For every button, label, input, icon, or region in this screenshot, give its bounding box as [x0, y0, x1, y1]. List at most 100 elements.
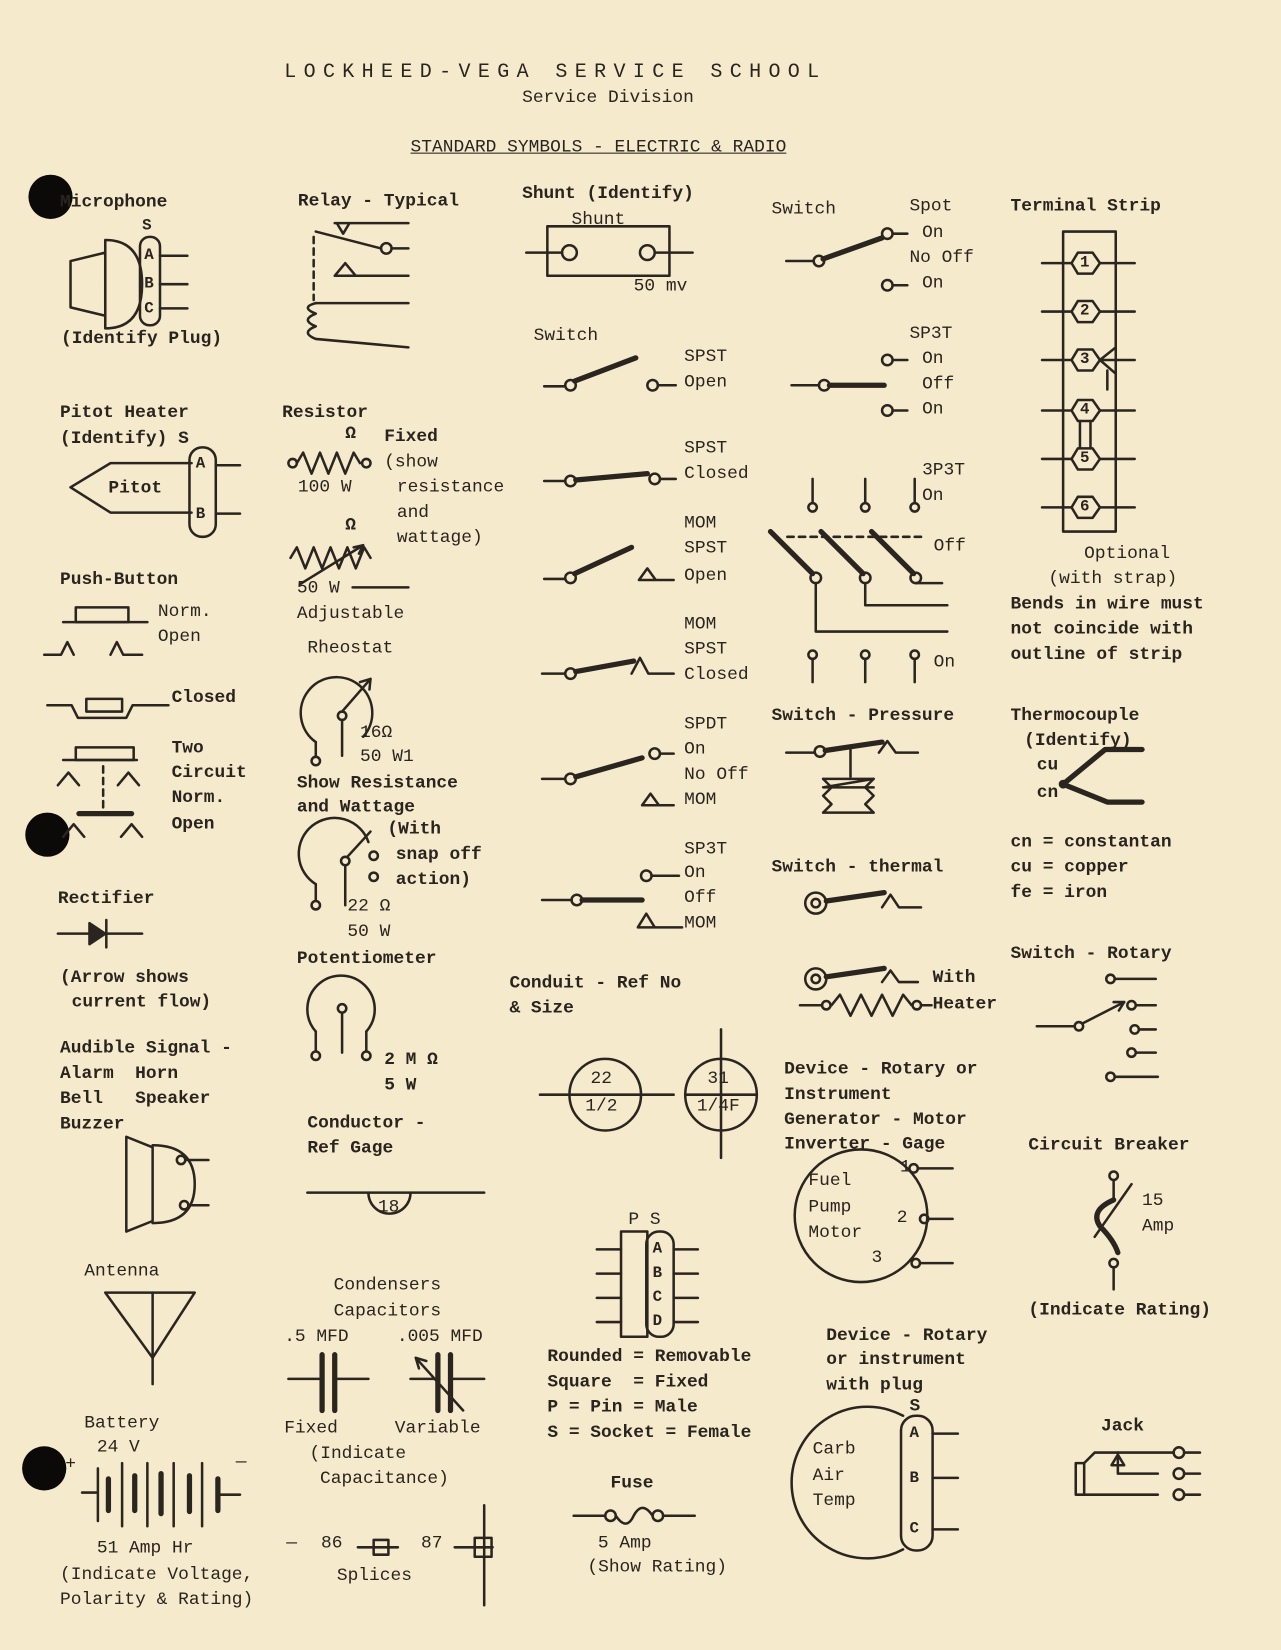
device-plug-pin-a: A: [909, 1424, 919, 1443]
switch-spot-nooff: No Off: [909, 248, 974, 269]
conduit-b-size: 1/4F: [696, 1096, 740, 1117]
rheostat-snap2: snap off: [395, 845, 482, 866]
rheostat-ohm: 16Ω: [359, 723, 393, 744]
microphone-socket: S: [142, 216, 152, 235]
terminal-5: 5: [1079, 449, 1090, 468]
relay-symbol: [306, 221, 410, 349]
potentiometer-ohm: 2 M Ω: [384, 1050, 438, 1071]
device-rotary-t1: 1: [899, 1157, 911, 1178]
spst-closed-state: Closed: [684, 464, 749, 485]
push-button-norm2: Norm.: [171, 788, 226, 809]
switch-spot-symbol: [785, 227, 909, 292]
conductor-symbol: [306, 1191, 486, 1215]
microphone-label: Microphone: [59, 192, 168, 213]
thermocouple-label: Thermocouple: [1010, 706, 1140, 727]
sp3t-mom-3: Off: [684, 888, 717, 909]
school-name: LOCKHEED-VEGA SERVICE SCHOOL: [284, 59, 827, 84]
conductor-gage: 18: [377, 1197, 400, 1218]
device-plug-l1: Device - Rotary: [826, 1326, 988, 1347]
circuit-breaker-note: (Indicate Rating): [1028, 1301, 1211, 1322]
rheostat-snap3: action): [395, 870, 471, 891]
circuit-breaker-symbol: [1093, 1170, 1133, 1291]
spst-open-type: SPST: [684, 347, 728, 368]
device-rotary-t2: 2: [896, 1208, 908, 1229]
splices-label: Splices: [336, 1566, 413, 1587]
battery-plus: +: [65, 1454, 77, 1475]
sp3t-mom-4: MOM: [684, 913, 717, 934]
device-rotary-name2: Pump: [808, 1197, 852, 1218]
audible-signal-line2: Bell Speaker: [59, 1089, 211, 1110]
shunt-label: Shunt (Identify): [522, 184, 694, 205]
potentiometer-label: Potentiometer: [296, 949, 437, 970]
fuse-rating: 5 Amp: [597, 1533, 652, 1554]
battery-label: Battery: [84, 1413, 160, 1434]
device-plug-l3: with plug: [826, 1375, 923, 1396]
thermocouple-legend-2: cu = copper: [1010, 857, 1129, 878]
device-rotary-name3: Motor: [808, 1223, 863, 1244]
division-name: Service Division: [522, 88, 694, 109]
push-button-label: Push-Button: [59, 570, 179, 591]
resistor-note1: (show: [384, 452, 438, 473]
terminal-4: 4: [1079, 401, 1090, 419]
switch-sp3t-on1: On: [922, 349, 944, 370]
switch-symbols: [540, 355, 684, 929]
plug-pin-a: A: [652, 1239, 663, 1258]
capacitor-symbols: [287, 1352, 486, 1414]
push-button-open: Open: [157, 627, 201, 648]
fuse-symbol: [572, 1506, 696, 1525]
pitot-heater-label: Pitot Heater: [59, 403, 189, 424]
rectifier-label: Rectifier: [57, 889, 155, 910]
switch-pressure-symbol: [785, 739, 920, 814]
potentiometer-watt: 5 W: [384, 1075, 417, 1096]
resistor-ohm2: Ω: [345, 515, 356, 536]
conduit-symbols: [538, 1028, 759, 1160]
microphone-symbol: [69, 235, 189, 330]
audible-signal-symbol: [125, 1135, 210, 1233]
relay-label: Relay - Typical: [297, 191, 459, 212]
mom-spst-closed-3: Closed: [684, 665, 749, 686]
rheostat-watt2: 50 W: [347, 922, 391, 943]
plug-symbol: [595, 1230, 700, 1339]
circuit-breaker-rating2: Amp: [1142, 1216, 1175, 1237]
pitot-pin-a: A: [195, 454, 206, 473]
battery-minus: —: [235, 1452, 247, 1473]
rheostat-ohm2: 22 Ω: [347, 896, 391, 917]
switch-spot-label: Switch: [771, 199, 836, 220]
condensers-note1: (Indicate: [309, 1444, 407, 1465]
rheostat-show1: Show Resistance: [296, 773, 458, 794]
resistor-adjustable: Adjustable: [296, 604, 405, 625]
rheostat-show2: and Wattage: [296, 797, 415, 818]
rheostat-symbols: [297, 675, 380, 911]
rheostat-snap1: (With: [387, 819, 442, 840]
device-rotary-l2: Instrument: [784, 1085, 892, 1106]
condensers-label1: Condensers: [333, 1275, 442, 1296]
device-plug-name2: Air: [812, 1466, 845, 1487]
switch-3p3t-on2: On: [933, 652, 956, 673]
jack-symbol: [1074, 1446, 1202, 1502]
switch-3p3t-symbol: [767, 477, 949, 684]
terminal-strip-optional: Optional: [1084, 544, 1171, 565]
microphone-pin-b: B: [144, 274, 154, 293]
shunt-name: Shunt: [571, 210, 626, 231]
condensers-label2: Capacitors: [333, 1302, 442, 1323]
device-with-plug-symbol: [790, 1405, 960, 1560]
resistor-label: Resistor: [282, 403, 369, 424]
plug-pin-b: B: [652, 1264, 663, 1283]
plug-legend-1: Rounded = Removable: [547, 1347, 752, 1368]
switch-sp3t-symbol: [790, 353, 909, 418]
splice-87: 87: [421, 1533, 443, 1554]
audible-signal-line3: Buzzer: [59, 1114, 125, 1135]
fuse-label: Fuse: [610, 1473, 654, 1494]
battery-note2: Polarity & Rating): [59, 1590, 254, 1611]
spdt-4: MOM: [684, 790, 717, 811]
page-title: STANDARD SYMBOLS - ELECTRIC & RADIO: [410, 137, 787, 158]
audible-signal-line1: Alarm Horn: [59, 1064, 179, 1085]
splice-dash: —: [286, 1533, 298, 1554]
potentiometer-symbol: [306, 974, 376, 1062]
switch-rotary-label: Switch - Rotary: [1010, 944, 1172, 965]
device-rotary-t3: 3: [871, 1248, 883, 1269]
resistor-symbols: [287, 451, 410, 589]
terminal-2: 2: [1079, 302, 1090, 320]
thermocouple-symbol: [1058, 746, 1145, 805]
conductor-label2: Ref Gage: [307, 1138, 394, 1159]
